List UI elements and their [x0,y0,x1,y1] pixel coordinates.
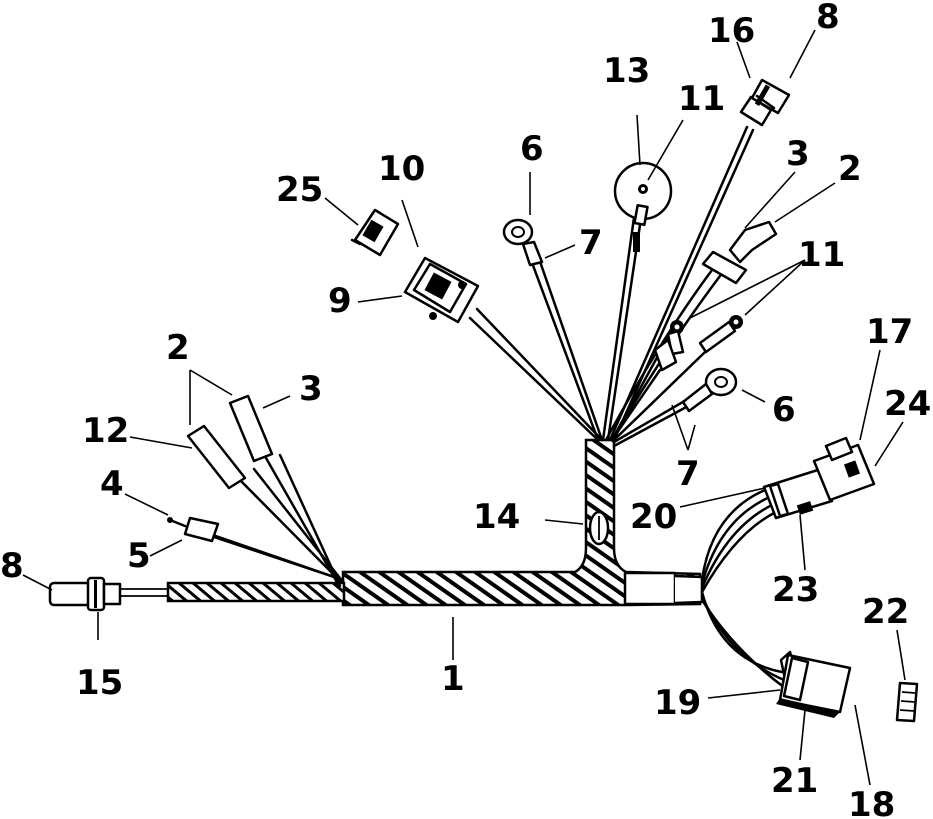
callout-connector-20: 20 [630,497,677,537]
callout-retainer-21: 21 [771,761,818,801]
callout-ring-lead-right: 7 [676,454,700,494]
magnified-eyelet [613,161,673,252]
callout-pin-terminal: 4 [100,464,124,504]
callout-retainer-23: 23 [772,570,819,610]
plug-22 [895,681,919,723]
callout-plug-24: 24 [884,384,931,424]
retainer-21 [776,698,840,718]
ring-terminal-top [502,218,544,267]
tie-strap [588,510,610,546]
callout-main-harness: 1 [441,659,465,699]
terminal-left-a [186,424,247,490]
right-connector-wires [700,486,787,690]
callout-connector-10: 10 [378,149,425,189]
grommet-top [739,78,791,127]
connector-17 [812,436,876,502]
callout-terminal-left-a: 2 [166,328,190,368]
eyelets-right [653,315,743,372]
callout-connector-17: 17 [866,312,913,352]
ring-terminal-right [681,367,738,413]
grommet-left [48,576,122,612]
callout-plug-22: 22 [862,592,909,632]
main-harness-trunk [120,438,704,607]
callout-sleeve-left: 15 [76,663,123,703]
callout-grommet-left: 8 [0,546,24,586]
callout-connector-18: 18 [848,785,895,819]
left-fanout-wires [188,449,345,588]
callout-sleeve-top: 16 [708,11,755,51]
connector-18 [778,653,852,714]
terminal-right-a [728,220,778,264]
connector-20 [762,467,834,520]
upper-fanout-wires [468,125,755,448]
callout-terminal-right-b: 3 [786,134,810,174]
pin-terminal [167,516,220,543]
callout-ring-terminal-right: 6 [772,390,796,430]
callout-ring-terminal-top: 6 [520,129,544,169]
connector-9 [403,256,480,324]
callout-magnified-eyelet: 13 [603,51,650,91]
bracket-25 [350,208,400,257]
callout-eyelets-right: 11 [798,235,845,275]
callout-tie-strap: 14 [473,497,520,537]
terminal-right-b [701,250,748,285]
callout-connector-19: 19 [654,683,701,723]
callout-bracket-25: 25 [276,170,323,210]
callout-eyelet-13: 11 [678,79,725,119]
callout-ring-lead-top: 7 [579,223,603,263]
terminal-left-b [228,394,274,463]
callout-lead-12: 12 [82,411,129,451]
callout-pin-sleeve: 5 [127,536,151,576]
leader-lines [22,29,906,786]
callout-terminal-right-a: 2 [838,149,862,189]
callout-terminal-left-b: 3 [299,369,323,409]
callout-grommet-top: 8 [816,0,840,37]
callout-connector-9: 9 [328,281,352,321]
